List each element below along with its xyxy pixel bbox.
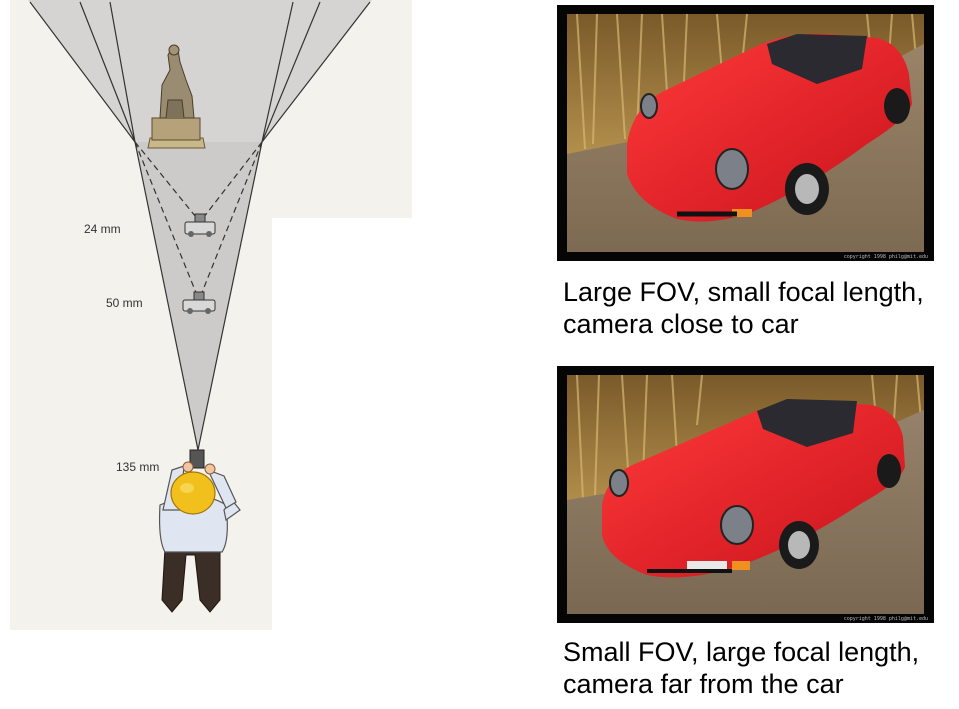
view-line xyxy=(261,1,371,143)
dashed-view-line xyxy=(199,141,263,223)
dashed-view-line xyxy=(198,141,263,301)
focal-label-24mm: 24 mm xyxy=(84,222,121,236)
photo-car-wide-angle: copyright 1998 philg@mit.edu xyxy=(557,5,934,261)
car-photo-image xyxy=(567,14,924,252)
caption-telephoto: Small FOV, large focal length, camera fa… xyxy=(563,636,919,700)
focal-label-50mm: 50 mm xyxy=(106,296,143,310)
photo-copyright: copyright 1998 philg@mit.edu xyxy=(843,254,928,260)
windshield xyxy=(767,34,867,84)
caption-line: Small FOV, large focal length, xyxy=(563,637,920,667)
view-line xyxy=(109,1,136,143)
view-line xyxy=(134,141,199,451)
photo-copyright: copyright 1998 philg@mit.edu xyxy=(843,616,928,622)
indicator-light xyxy=(732,561,750,570)
dashed-view-line xyxy=(134,141,201,223)
statue-icon xyxy=(147,44,206,149)
dashed-view-line xyxy=(134,141,200,301)
focal-label-135mm: 135 mm xyxy=(116,460,159,474)
red-car xyxy=(627,33,912,222)
camera-24mm-icon xyxy=(184,213,216,237)
photo-car-telephoto: copyright 1998 philg@mit.edu xyxy=(557,366,934,623)
view-line xyxy=(197,141,263,451)
focal-length-diagram: 24 mm 50 mm 135 mm xyxy=(10,0,412,630)
rear-wheel xyxy=(884,88,910,124)
view-line xyxy=(261,1,294,143)
view-line xyxy=(261,1,321,143)
red-car xyxy=(602,400,905,578)
caption-line: Large FOV, small focal length, xyxy=(563,277,924,307)
fog-light xyxy=(687,561,727,570)
view-line xyxy=(29,1,136,143)
caption-wide-angle: Large FOV, small focal length, camera cl… xyxy=(563,276,924,340)
caption-line: camera close to car xyxy=(563,309,799,339)
headlight xyxy=(715,148,749,190)
indicator-light xyxy=(732,209,752,217)
windshield xyxy=(757,399,857,447)
caption-line: camera far from the car xyxy=(563,669,844,699)
camera-50mm-icon xyxy=(182,291,216,314)
photographer-icon xyxy=(158,449,241,613)
rear-wheel xyxy=(877,454,901,488)
corn-stalks xyxy=(576,375,922,501)
car-photo-image xyxy=(567,375,924,614)
headlight xyxy=(720,505,754,545)
view-line xyxy=(79,1,136,143)
